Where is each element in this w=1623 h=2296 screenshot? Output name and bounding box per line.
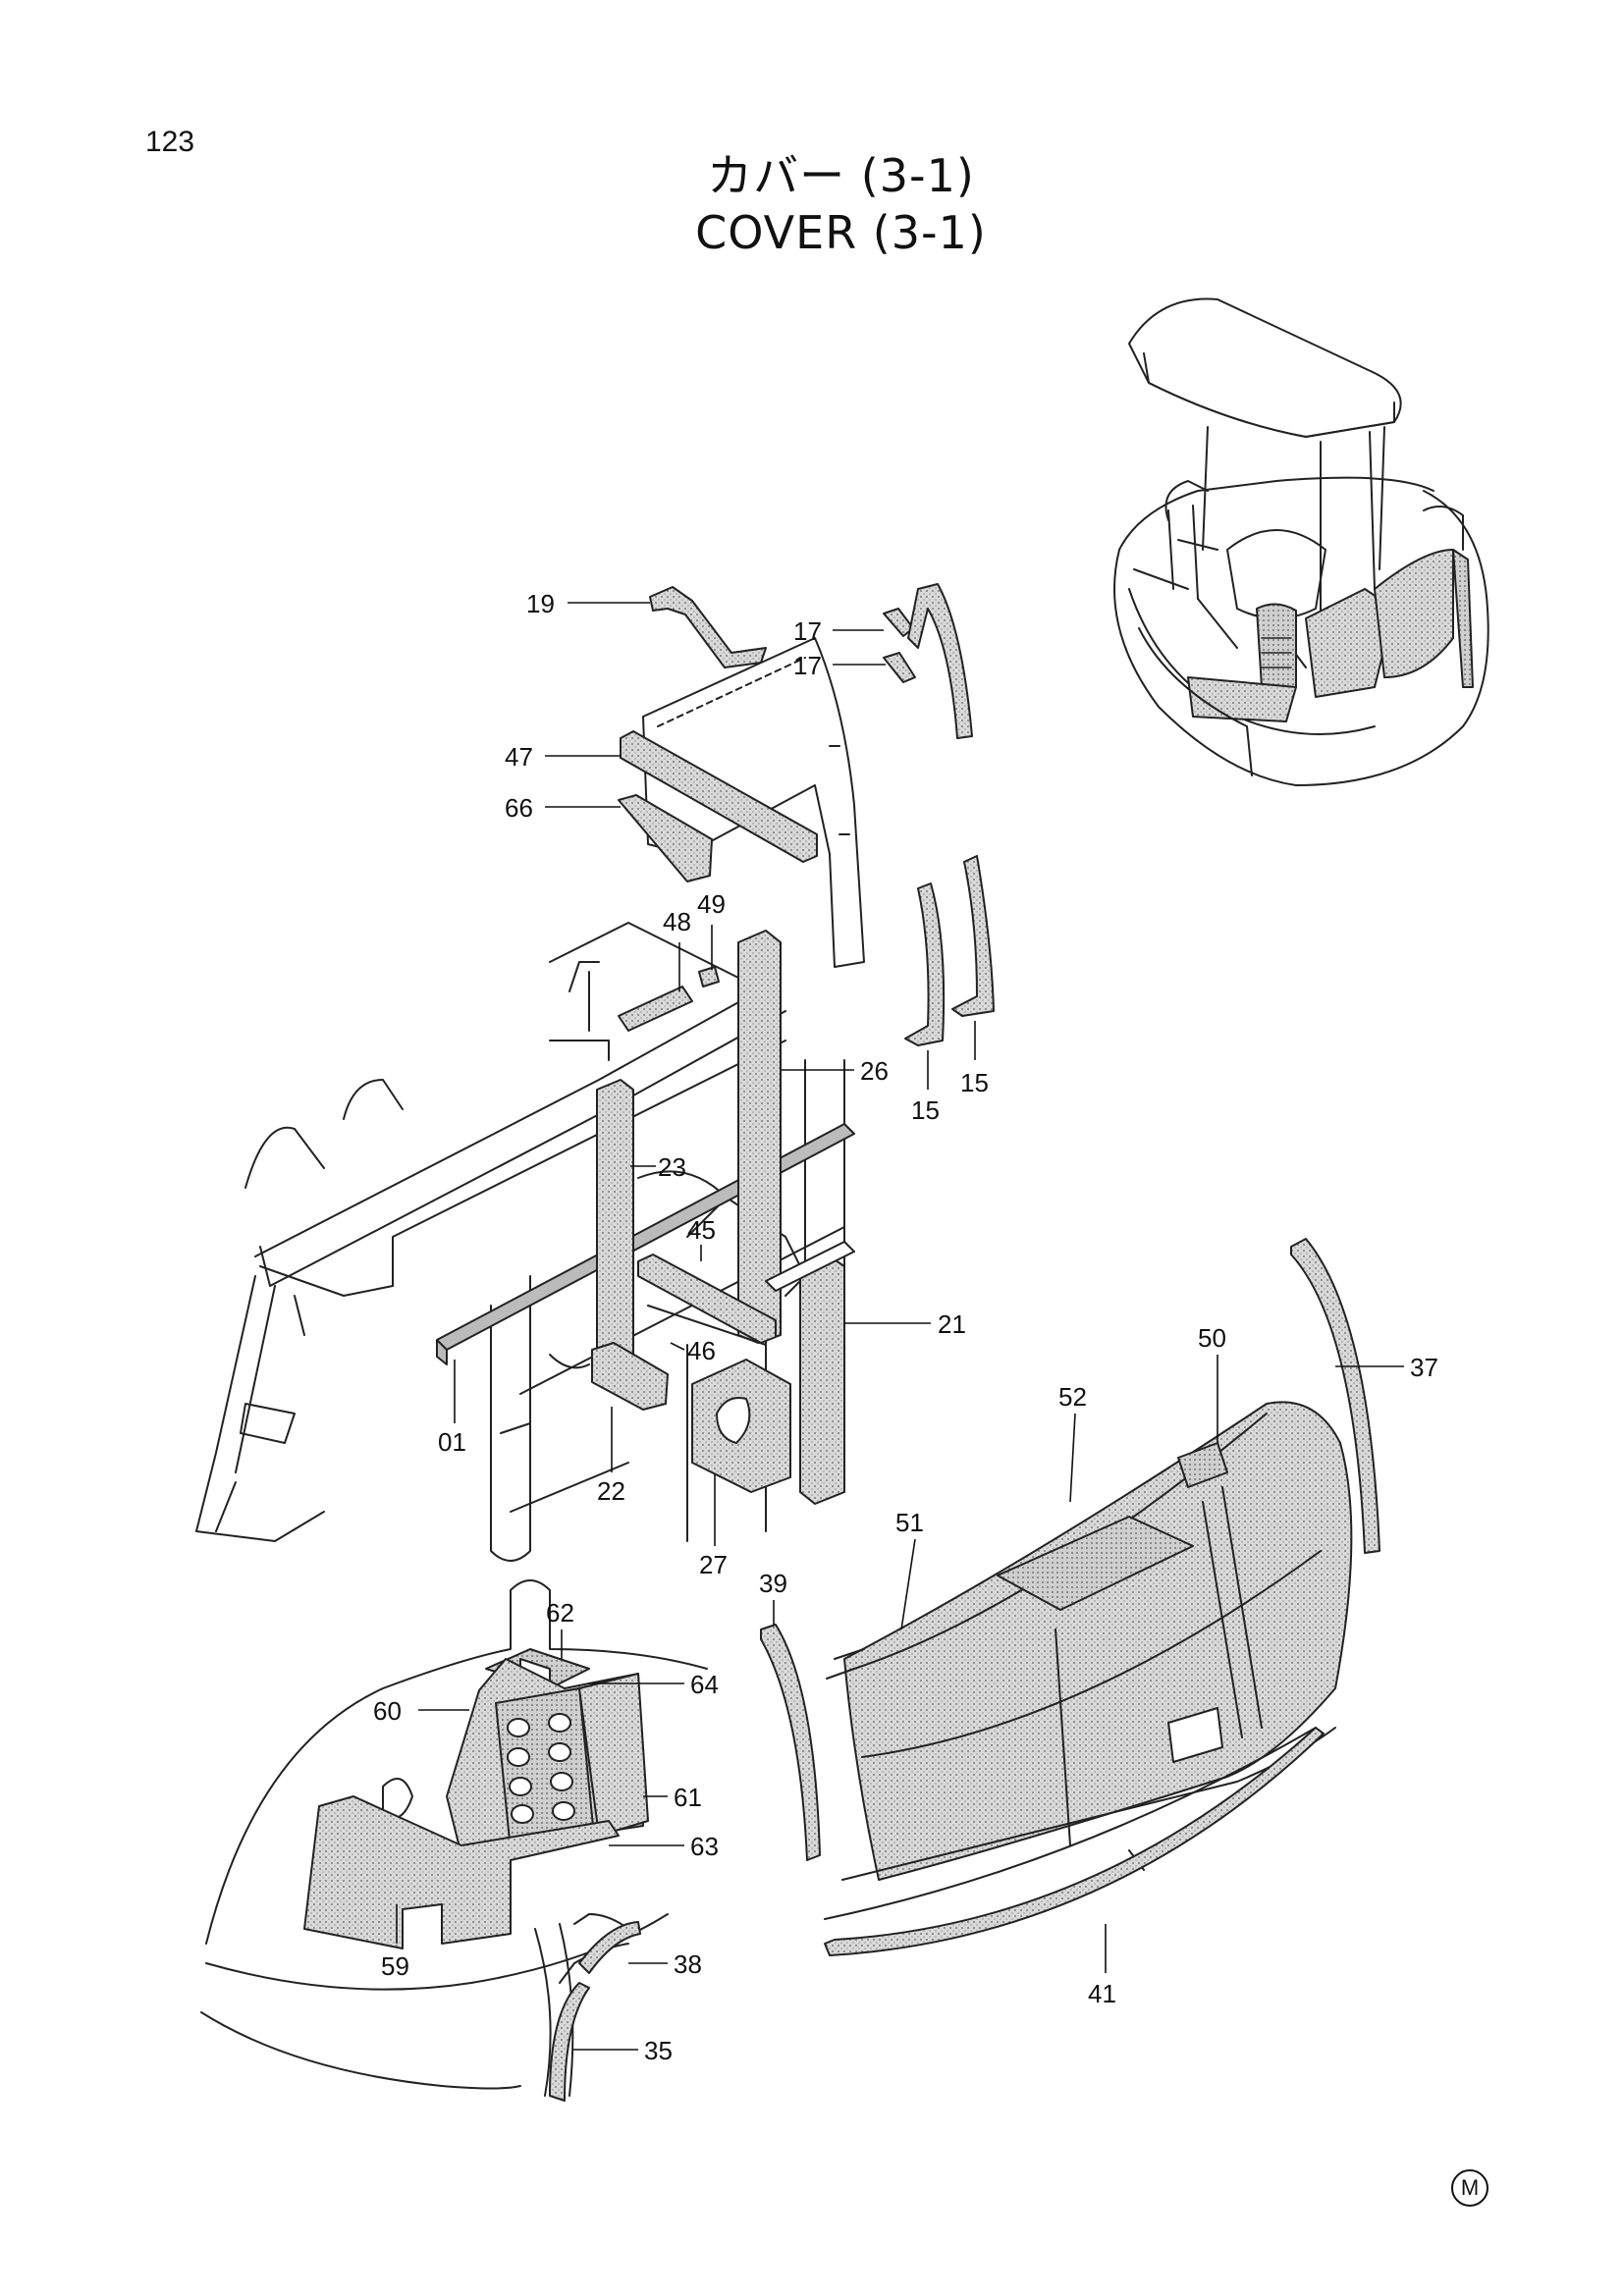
callout-46: 46 bbox=[687, 1336, 716, 1365]
callout-60: 60 bbox=[373, 1696, 402, 1726]
callout-37: 37 bbox=[1410, 1353, 1438, 1382]
callout-52: 52 bbox=[1058, 1382, 1087, 1412]
callout-15: 15 bbox=[960, 1068, 989, 1097]
callout-38: 38 bbox=[674, 1949, 702, 1979]
title-english: COVER (3-1) bbox=[695, 206, 987, 259]
callout-22: 22 bbox=[597, 1476, 625, 1506]
callout-35: 35 bbox=[644, 2036, 673, 2065]
callout-59: 59 bbox=[381, 1951, 409, 1981]
left-body-assembly bbox=[200, 1579, 708, 2097]
callout-50: 50 bbox=[1198, 1323, 1226, 1353]
part-17-trim bbox=[907, 583, 973, 739]
callout-64: 64 bbox=[690, 1670, 719, 1699]
callout-39: 39 bbox=[759, 1569, 787, 1598]
part-23-post bbox=[596, 1079, 634, 1363]
callout-27: 27 bbox=[699, 1550, 728, 1579]
callout-48: 48 bbox=[663, 907, 691, 936]
page-number: 123 bbox=[145, 126, 195, 158]
part-41-seal bbox=[824, 1727, 1325, 1956]
callout-26: 26 bbox=[860, 1056, 889, 1086]
callout-15: 15 bbox=[911, 1095, 940, 1125]
callout-47: 47 bbox=[505, 742, 533, 772]
part-37-seal bbox=[1290, 1238, 1380, 1554]
callout-21: 21 bbox=[938, 1309, 966, 1339]
callout-19: 19 bbox=[526, 589, 555, 618]
part-39-seal bbox=[760, 1624, 821, 1861]
callout-63: 63 bbox=[690, 1832, 719, 1861]
cab-frame-lines bbox=[195, 922, 845, 1562]
part-22-block bbox=[591, 1342, 669, 1411]
callout-66: 66 bbox=[505, 793, 533, 823]
callout-61: 61 bbox=[674, 1783, 702, 1812]
callout-17: 17 bbox=[793, 651, 822, 680]
overview-machine-inset bbox=[1113, 297, 1489, 786]
part-38-seal bbox=[578, 1921, 641, 1974]
part-15-seal-left bbox=[904, 882, 946, 1046]
part-66-wedge bbox=[618, 794, 713, 882]
part-45-crossbar bbox=[637, 1254, 777, 1344]
part-19-bracket bbox=[649, 586, 767, 668]
callout-23: 23 bbox=[658, 1152, 686, 1182]
leader-lines bbox=[396, 602, 1404, 2051]
part-49-pad bbox=[698, 966, 720, 988]
callout-51: 51 bbox=[895, 1508, 924, 1537]
part-35-seal bbox=[549, 1982, 590, 2102]
callout-62: 62 bbox=[546, 1598, 574, 1628]
part-48-pad bbox=[618, 986, 693, 1032]
part-21-block bbox=[799, 1255, 845, 1505]
title-japanese: カバー (3-1) bbox=[707, 149, 975, 202]
callout-45: 45 bbox=[687, 1215, 716, 1245]
part-15-seal-right bbox=[951, 855, 995, 1017]
callout-17: 17 bbox=[793, 616, 822, 646]
callout-41: 41 bbox=[1088, 1979, 1116, 2008]
part-17-clip-lower bbox=[883, 652, 916, 683]
manufacturer-mark: M bbox=[1451, 2169, 1488, 2207]
callout-01: 01 bbox=[438, 1427, 466, 1457]
part-47-bar bbox=[620, 730, 818, 863]
title-block: カバー (3-1) COVER (3-1) bbox=[0, 147, 1623, 261]
rear-cover-assembly bbox=[824, 1401, 1353, 1920]
callout-49: 49 bbox=[697, 889, 726, 919]
callout-labels: 19 17 17 47 66 48 49 26 15 15 23 45 46 2… bbox=[373, 589, 1438, 2065]
